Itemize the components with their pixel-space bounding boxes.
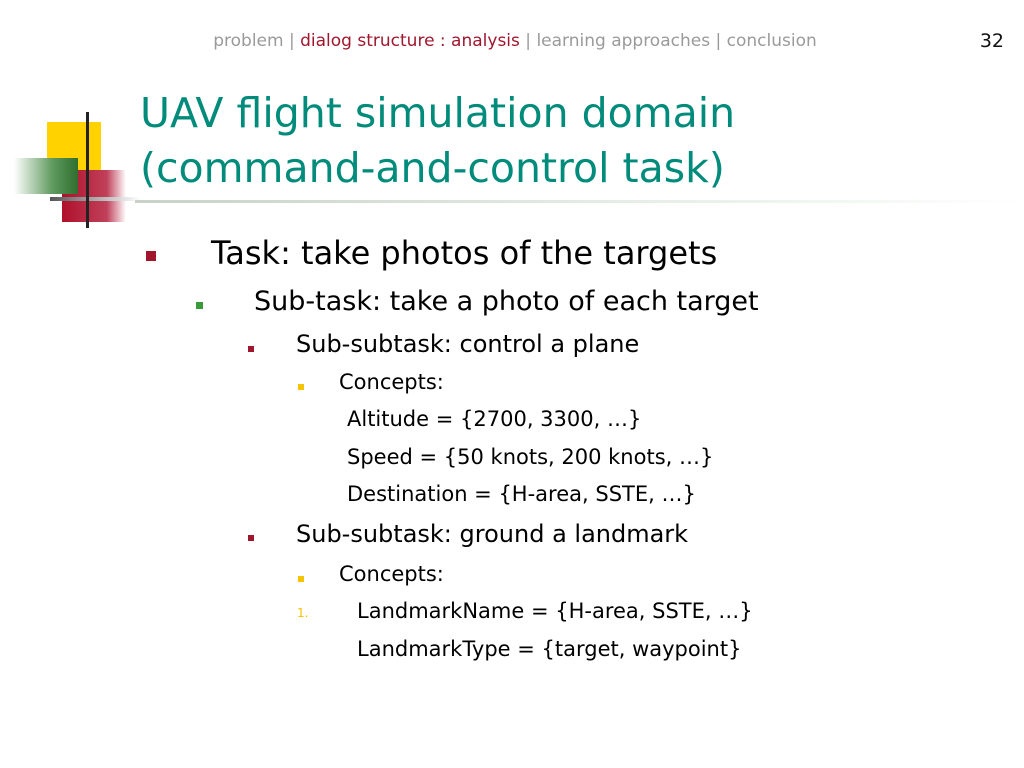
concept-altitude: Altitude = {2700, 3300, …} <box>347 407 642 431</box>
bullet-square-icon <box>248 346 254 352</box>
bullet-square-icon <box>298 384 304 390</box>
outline-level4-concepts: Concepts: <box>339 370 444 394</box>
nav-learning-approaches: learning approaches <box>536 31 711 51</box>
bullet-square-icon <box>196 302 203 309</box>
outline-level4-concepts: Concepts: <box>339 562 444 586</box>
bullet-square-icon <box>146 251 156 261</box>
nav-separator: | <box>710 31 727 51</box>
decorative-squares-logo <box>14 112 140 228</box>
outline-level1-task: Task: take photos of the targets <box>211 234 718 272</box>
section-navigation: problem | dialog structure : analysis | … <box>0 31 1024 51</box>
concept-destination: Destination = {H-area, SSTE, …} <box>347 482 696 506</box>
nav-conclusion: conclusion <box>726 31 817 51</box>
outline-level2-subtask: Sub-task: take a photo of each target <box>254 286 759 317</box>
vertical-line <box>86 112 89 228</box>
nav-separator: | <box>283 31 301 51</box>
outline-level3-control-plane: Sub-subtask: control a plane <box>296 330 640 358</box>
numbered-marker: 1. <box>297 606 309 620</box>
concept-speed: Speed = {50 knots, 200 knots, …} <box>347 445 714 469</box>
nav-problem: problem <box>213 31 284 51</box>
concept-landmark-name: LandmarkName = {H-area, SSTE, …} <box>357 599 753 623</box>
horizontal-line <box>50 197 140 201</box>
green-square <box>14 158 78 194</box>
bullet-square-icon <box>248 535 254 541</box>
slide-title: UAV flight simulation domain (command-an… <box>140 86 735 196</box>
outline-level3-ground-landmark: Sub-subtask: ground a landmark <box>296 520 689 548</box>
slide-number: 32 <box>979 30 1004 52</box>
title-line-1: UAV flight simulation domain <box>140 89 736 137</box>
concept-landmark-type: LandmarkType = {target, waypoint} <box>357 637 742 661</box>
bullet-square-icon <box>298 576 304 582</box>
nav-dialog-structure-active: dialog structure : analysis <box>300 31 520 51</box>
nav-separator: | <box>519 31 537 51</box>
title-underline <box>135 200 1024 203</box>
title-line-2: (command-and-control task) <box>140 144 725 192</box>
